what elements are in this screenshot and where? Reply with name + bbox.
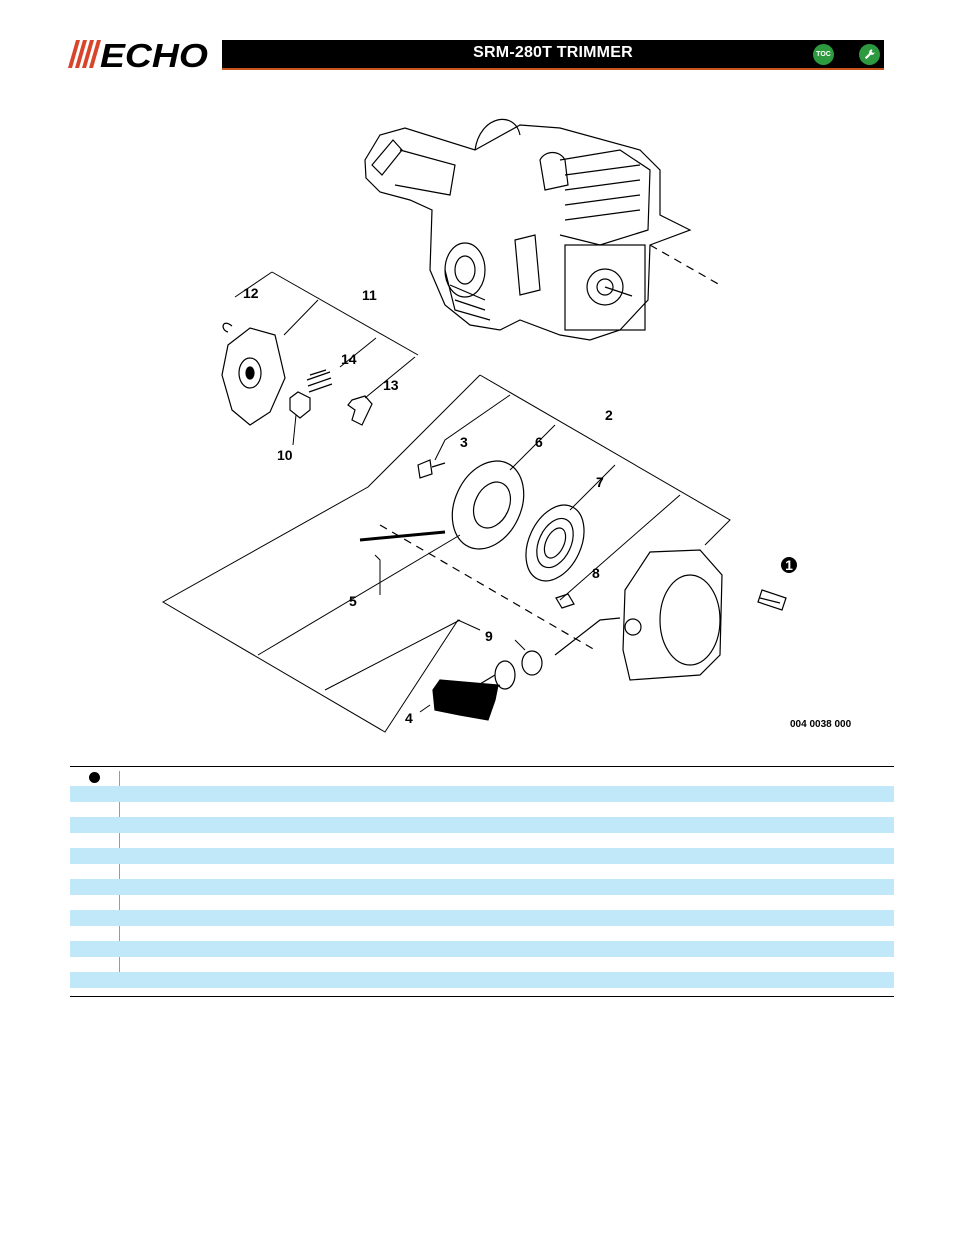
starter-assembly [359,459,787,721]
table-row [70,957,894,973]
parts-table [70,766,894,997]
diagram-reference-code: 004 0038 000 [790,719,852,730]
table-row [70,926,894,942]
leader-lines [161,271,731,733]
callout-8: 8 [592,565,600,581]
wrench-icon [864,49,875,60]
toc-button[interactable]: TOC [813,44,834,65]
table-row [70,988,894,996]
table-row [70,910,894,926]
circled-callout-badge [781,557,797,573]
title-bar: SRM-280T TRIMMER TOC [222,40,884,70]
table-row [70,941,894,957]
echo-logo: ECHO [68,37,208,71]
wrench-button[interactable] [859,44,880,65]
callout-3: 3 [460,434,468,450]
bullet-icon [89,772,100,783]
callout-10: 10 [277,447,293,463]
table-row [70,848,894,864]
parts-diagram: 2 3 4 5 6 7 8 9 10 11 12 13 14 1 [161,118,797,733]
toc-label: TOC [816,51,831,58]
callout-6: 6 [535,434,543,450]
table-row [70,802,894,818]
callout-2: 2 [605,407,613,423]
callout-5: 5 [349,593,357,609]
circled-callout-1: 1 [785,557,793,573]
table-row [70,895,894,911]
table-row [70,972,894,988]
table-row [70,879,894,895]
callout-4: 4 [405,710,413,726]
table-row [70,864,894,880]
callout-7: 7 [596,474,604,490]
table-row [70,817,894,833]
table-row [70,833,894,849]
callout-14: 14 [341,351,357,367]
cover-assembly [221,322,373,426]
callout-11: 11 [362,287,377,303]
callout-12: 12 [243,285,259,301]
callout-9: 9 [485,628,493,644]
table-row [70,786,894,802]
svg-text:ECHO: ECHO [100,37,208,71]
callout-13: 13 [383,377,399,393]
engine-assembly [364,118,721,341]
page-title: SRM-280T TRIMMER [473,44,633,61]
table-header [70,767,894,786]
